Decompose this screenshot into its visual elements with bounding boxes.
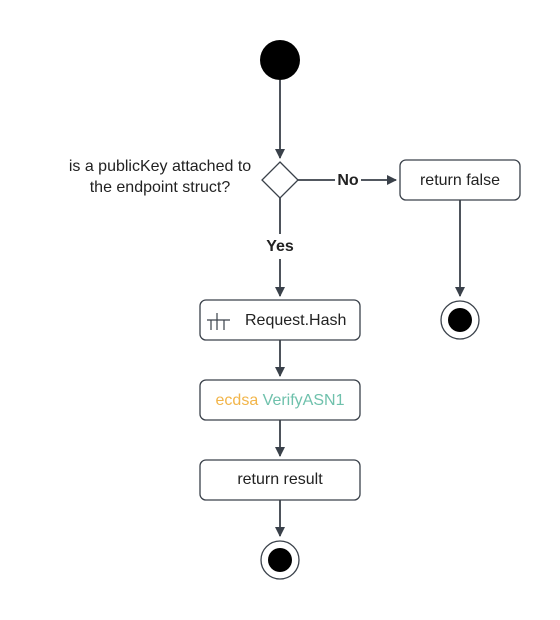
start-node — [260, 40, 300, 80]
end-node-right-inner — [448, 308, 472, 332]
decision-question-line2: the endpoint struct? — [90, 179, 231, 196]
verify-package-name: ecdsa — [216, 392, 263, 409]
verify-label: ecdsa VerifyASN1 — [216, 392, 345, 409]
fork-tree-icon — [207, 313, 230, 330]
decision-diamond — [261, 161, 299, 199]
decision-question-line1: is a publicKey attached to — [69, 158, 251, 175]
yes-label: Yes — [266, 238, 294, 255]
request-hash-label: Request.Hash — [245, 312, 346, 329]
no-label: No — [337, 172, 359, 189]
return-result-label: return result — [237, 471, 323, 488]
return-false-label: return false — [420, 172, 500, 189]
verify-function-name: VerifyASN1 — [263, 392, 345, 409]
end-node-bottom-inner — [268, 548, 292, 572]
